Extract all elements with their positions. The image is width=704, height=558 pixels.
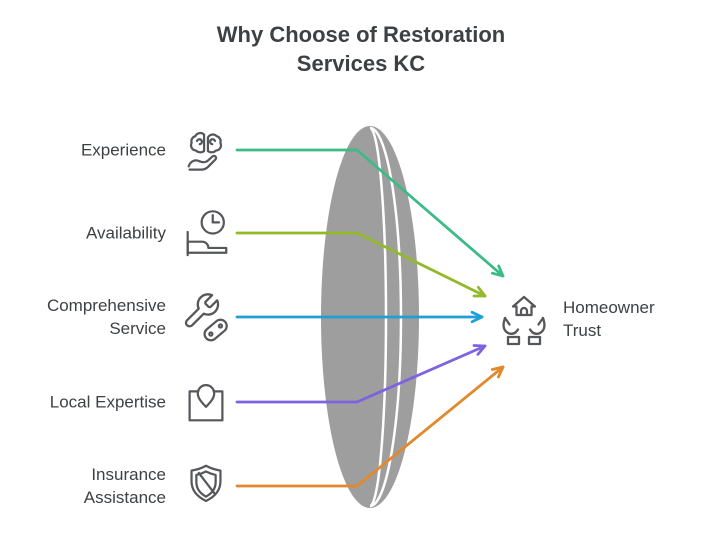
label-homeowner-trust: Homeowner Trust	[563, 296, 655, 342]
label-experience: Experience	[0, 139, 166, 162]
arrow-insurance-assistance	[235, 365, 505, 488]
availability-icon-box	[179, 206, 233, 260]
arrow-local-expertise	[235, 344, 487, 404]
arrow-insurance-assistance-line	[235, 365, 505, 488]
arrow-insurance-assistance-head	[490, 365, 505, 379]
arrow-availability-head	[472, 285, 487, 298]
experience-icon-box	[179, 123, 233, 177]
arrow-experience	[235, 148, 505, 278]
arrow-availability-line	[235, 231, 487, 298]
label-local-expertise: Local Expertise	[0, 391, 166, 414]
arrow-comprehensive-service	[235, 310, 484, 324]
label-insurance-assistance-line2: Assistance	[83, 488, 166, 507]
page-title-line2: Services KC	[296, 51, 426, 76]
arrow-local-expertise-head	[472, 344, 487, 356]
comprehensive-service-icon-box	[179, 290, 233, 344]
label-availability: Availability	[0, 222, 166, 245]
clock-bed-icon	[186, 210, 228, 257]
label-comprehensive-service: Comprehensive Service	[0, 294, 166, 340]
label-homeowner-trust-line1: Homeowner	[563, 298, 655, 317]
brain-in-hand-icon	[187, 131, 223, 171]
homeowner-trust-icon-box	[496, 291, 552, 347]
shield-icon	[190, 464, 222, 503]
arrow-comprehensive-service-head	[470, 310, 484, 324]
hands-holding-house-icon	[502, 295, 546, 346]
label-homeowner-trust-line2: Trust	[563, 321, 602, 340]
arrow-local-expertise-line	[235, 344, 487, 404]
arrow-experience-head	[491, 264, 505, 278]
wrench-tools-icon	[179, 290, 228, 342]
label-comprehensive-service-line2: Service	[109, 319, 166, 338]
page-title-line1: Why Choose of Restoration	[216, 22, 506, 47]
label-local-expertise-line1: Local Expertise	[49, 392, 166, 412]
label-insurance-assistance-line1: Insurance	[91, 465, 166, 484]
insurance-assistance-icon-box	[179, 459, 233, 513]
local-expertise-icon-box	[179, 375, 233, 429]
arrow-experience-line	[235, 148, 505, 278]
map-pin-icon	[188, 384, 224, 422]
arrow-availability	[235, 231, 487, 298]
label-experience-line1: Experience	[80, 140, 166, 160]
label-availability-line1: Availability	[85, 223, 166, 243]
label-comprehensive-service-line1: Comprehensive	[46, 296, 166, 315]
label-insurance-assistance: Insurance Assistance	[0, 463, 166, 509]
page-title: Why Choose of Restoration Services KC	[18, 20, 704, 78]
